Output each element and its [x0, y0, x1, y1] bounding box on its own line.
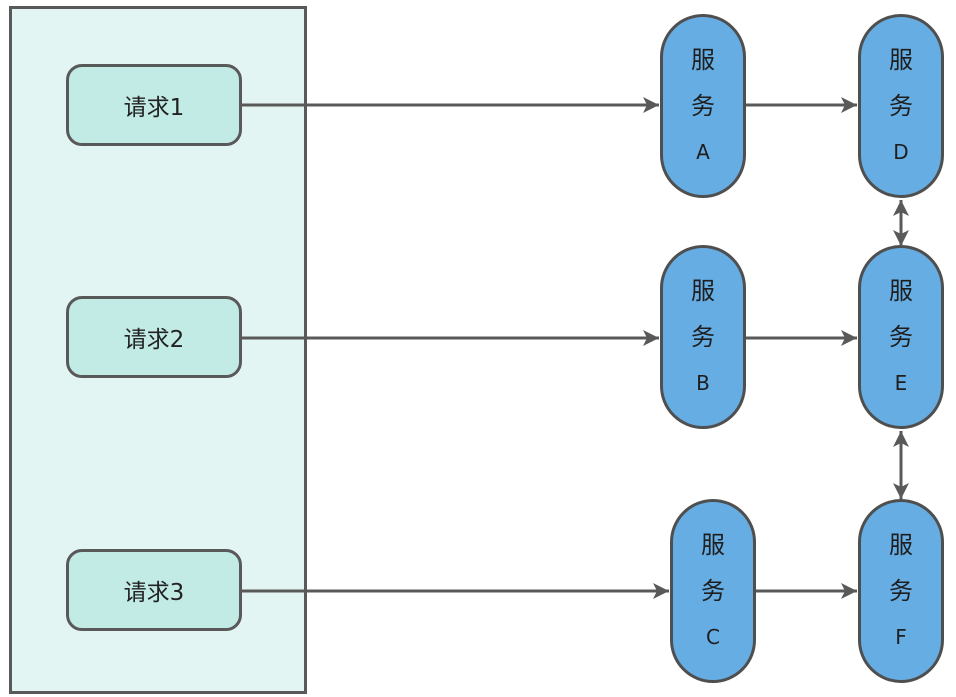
service-b-id: B [696, 371, 710, 395]
service-c-char-1: 服 [701, 531, 725, 559]
service-c-char-2: 务 [701, 577, 725, 605]
service-e-id: E [894, 371, 908, 395]
request-3-node: 请求3 [66, 549, 242, 631]
service-f-char-2: 务 [889, 577, 913, 605]
service-d-node: 服 务 D [858, 14, 944, 198]
service-c-node: 服 务 C [670, 499, 756, 683]
service-a-id: A [696, 140, 710, 164]
service-f-char-1: 服 [889, 531, 913, 559]
service-d-char-1: 服 [889, 46, 913, 74]
service-d-id: D [893, 140, 909, 164]
service-b-node: 服 务 B [660, 245, 746, 429]
service-b-char-2: 务 [691, 323, 715, 351]
service-a-char-1: 服 [691, 46, 715, 74]
service-f-node: 服 务 F [858, 499, 944, 683]
service-e-node: 服 务 E [858, 245, 944, 429]
service-c-id: C [706, 625, 720, 649]
service-a-char-2: 务 [691, 92, 715, 120]
request-2-node: 请求2 [66, 296, 242, 378]
service-f-id: F [895, 625, 907, 649]
service-e-char-2: 务 [889, 323, 913, 351]
request-1-node: 请求1 [66, 64, 242, 146]
service-b-char-1: 服 [691, 277, 715, 305]
service-a-node: 服 务 A [660, 14, 746, 198]
service-d-char-2: 务 [889, 92, 913, 120]
service-e-char-1: 服 [889, 277, 913, 305]
